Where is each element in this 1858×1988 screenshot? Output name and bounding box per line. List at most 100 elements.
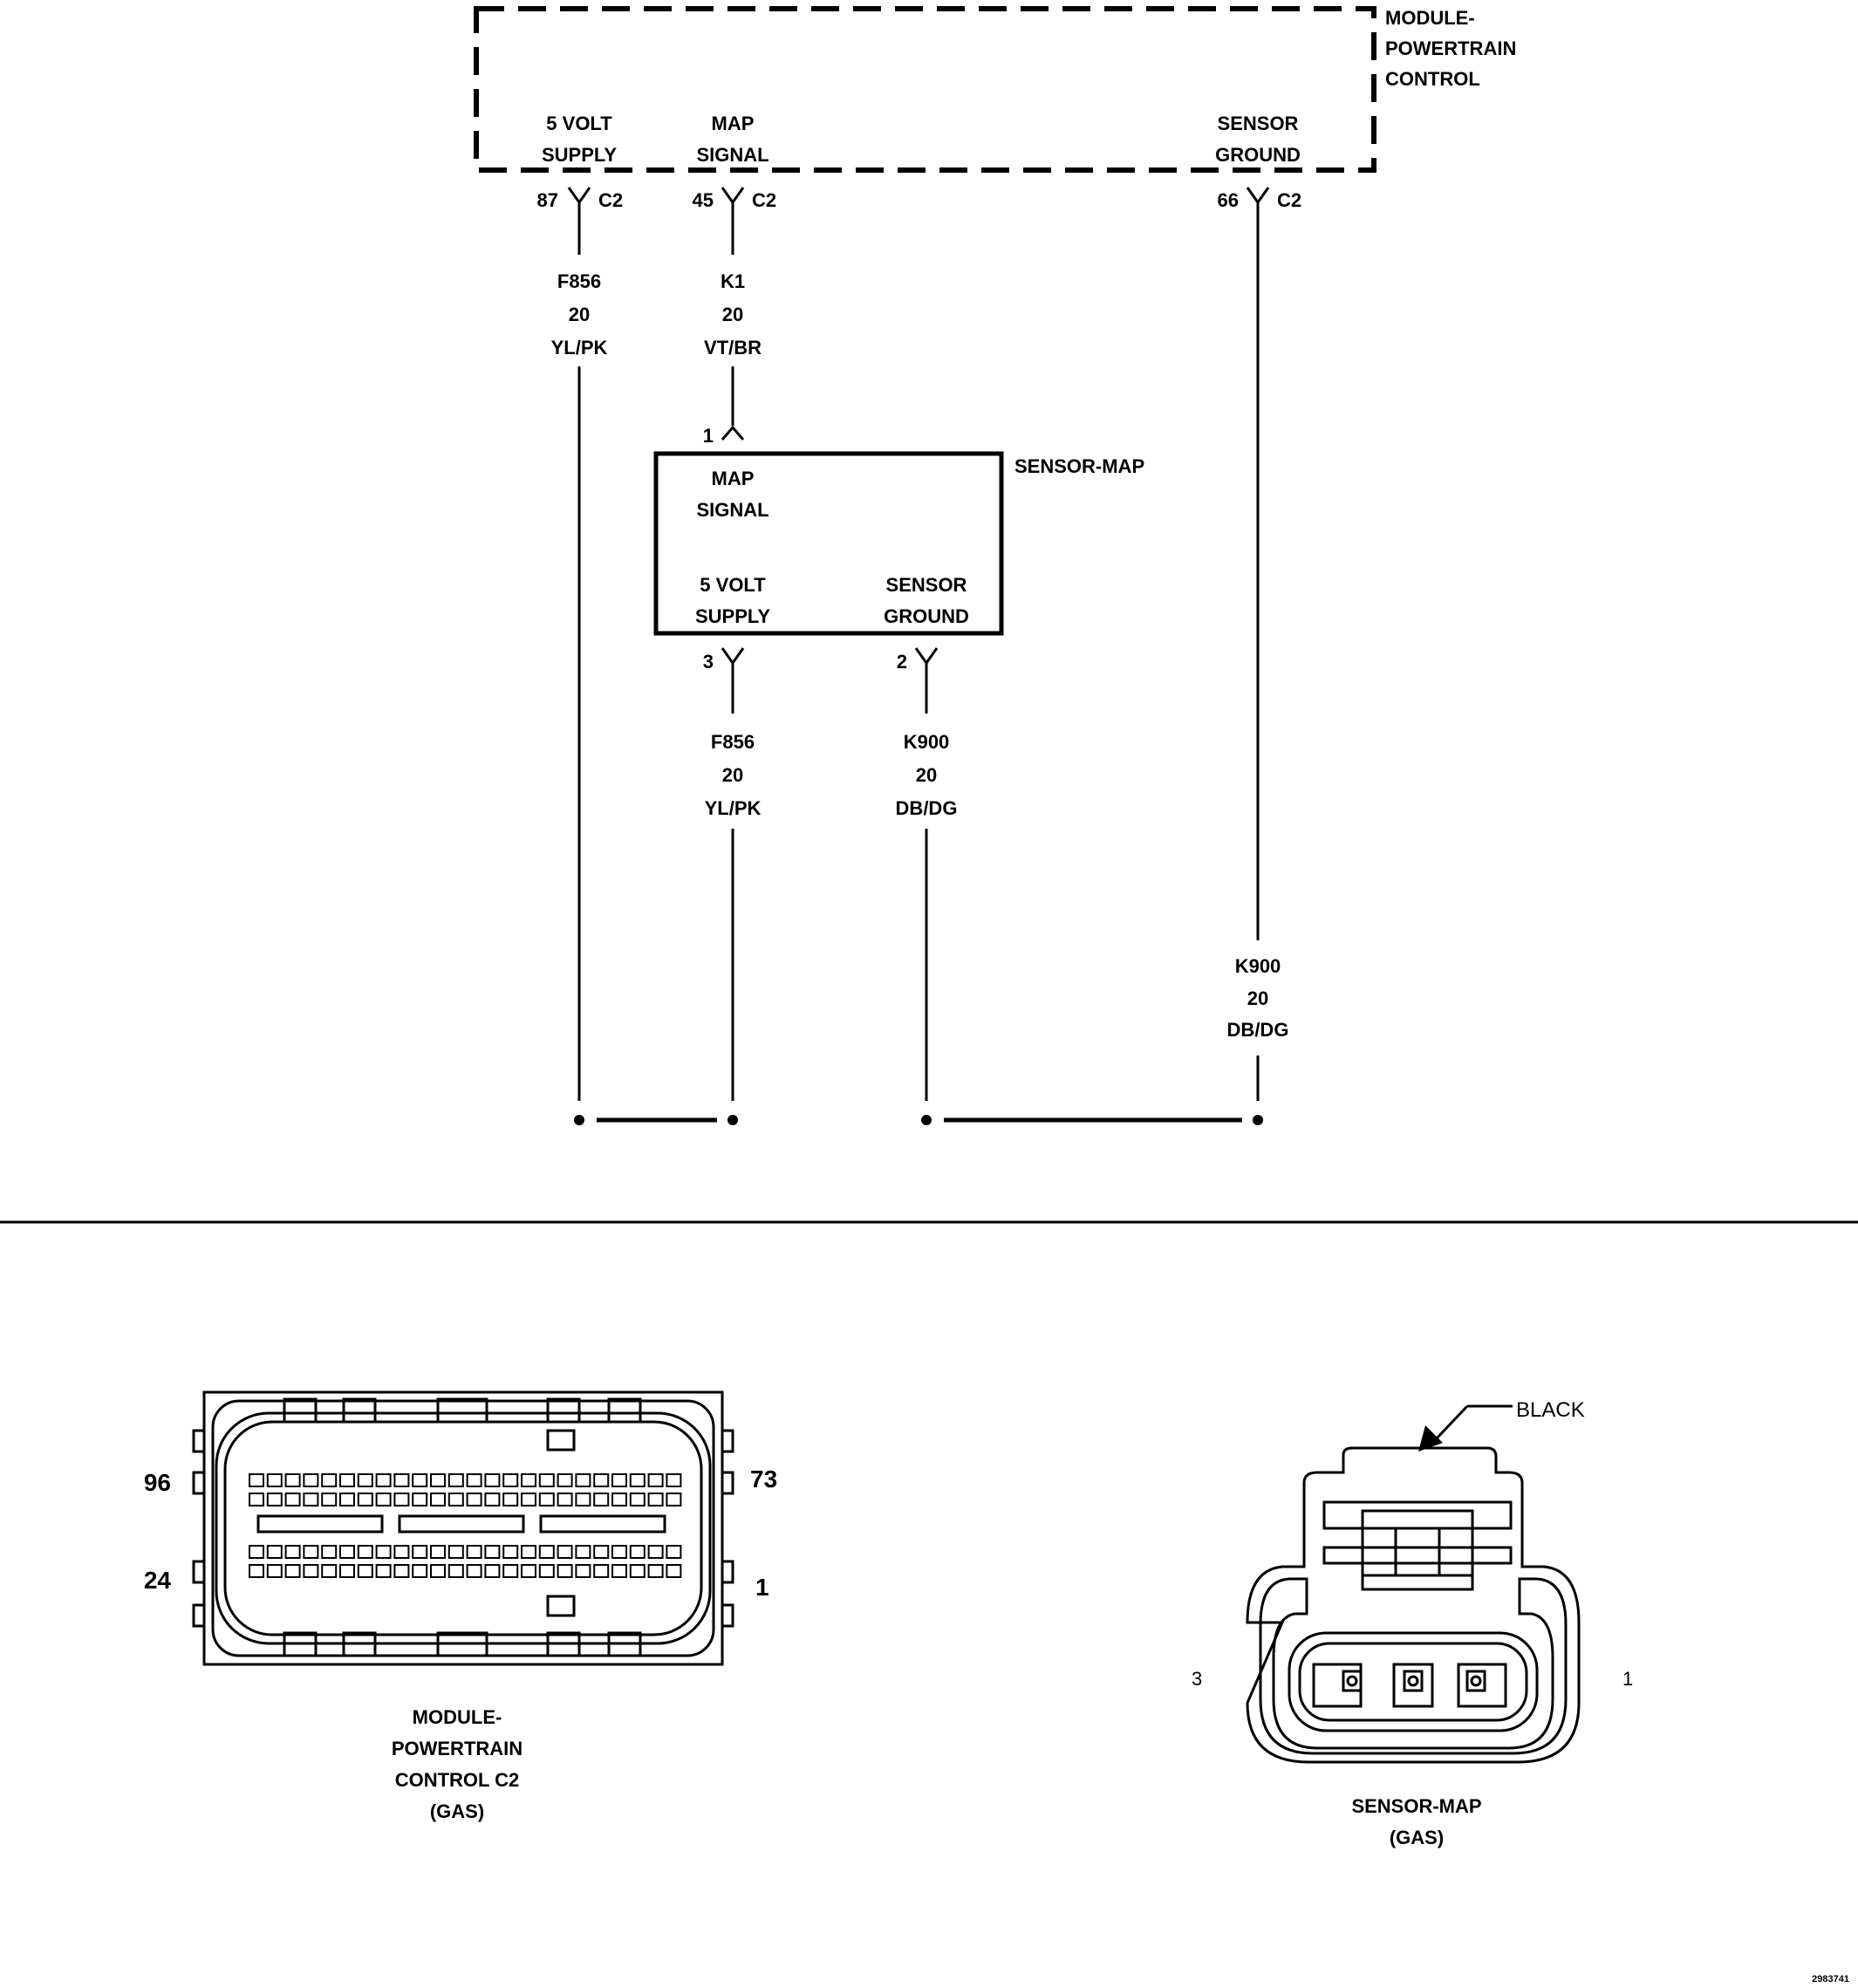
pin-cavity <box>484 1493 501 1506</box>
sensor-map-signal-label1: MAP <box>712 468 755 489</box>
pcm-pin-number: 87 <box>537 189 558 211</box>
pin-cavity <box>412 1493 428 1506</box>
pin-cavity <box>557 1545 573 1559</box>
pin-cavity <box>375 1545 392 1559</box>
pin-cavity <box>484 1564 501 1578</box>
pin-cavity <box>666 1493 682 1506</box>
wire-label-k1: K1 20 VT/BR <box>704 270 762 359</box>
pcm-terminal-66: 66 C2 <box>1218 187 1301 211</box>
pin-cavity <box>321 1473 338 1487</box>
pin-cavity <box>502 1564 519 1578</box>
wire-label-f856-upper: F856 20 YL/PK <box>551 270 608 359</box>
pin-cavity <box>538 1473 555 1487</box>
pcm-pin-supply-label1: 5 VOLT <box>546 113 612 134</box>
pin-cavity <box>611 1473 627 1487</box>
pin-cavity <box>647 1564 664 1578</box>
pin-cavity <box>357 1473 373 1487</box>
pcm-c2-connector-view <box>192 1390 734 1666</box>
pin-cavity <box>375 1473 392 1487</box>
pin-cavity <box>647 1545 664 1559</box>
wire-color: YL/PK <box>551 337 608 359</box>
pin-cavity <box>303 1493 319 1506</box>
pin-cavity <box>339 1564 355 1578</box>
pin-cavity <box>521 1545 536 1559</box>
wire-label-k900-sensor: K900 20 DB/DG <box>896 731 958 819</box>
pin-cavity <box>430 1564 446 1578</box>
pin-cavity <box>447 1473 464 1487</box>
pin-cavity <box>521 1493 536 1506</box>
pin-cavity <box>266 1473 283 1487</box>
pin-cavity <box>466 1473 482 1487</box>
pin-cavity <box>393 1493 410 1506</box>
pcm-pin-grid <box>249 1473 682 1578</box>
caption-line: SENSOR-MAP <box>1351 1795 1481 1817</box>
pin-cavity <box>412 1545 428 1559</box>
figure-code: 2983741 <box>1812 1974 1849 1985</box>
sensor-ground-label1: SENSOR <box>886 574 967 596</box>
pin-cavity <box>266 1545 283 1559</box>
pin-cavity <box>303 1564 319 1578</box>
pin-cavity <box>339 1545 355 1559</box>
pcm-title-line2: POWERTRAIN <box>1385 38 1516 59</box>
pin-cavity <box>611 1564 627 1578</box>
pin-cavity <box>303 1545 319 1559</box>
pin-cavity <box>393 1473 410 1487</box>
wire-color: YL/PK <box>705 797 762 819</box>
pin-cavity <box>375 1493 392 1506</box>
pin-cavity <box>266 1493 283 1506</box>
pin-cavity <box>466 1545 482 1559</box>
wire-label-k900-pcm: K900 20 DB/DG <box>1227 955 1289 1041</box>
wire-gauge: 20 <box>569 304 590 325</box>
pin-cavity <box>249 1545 264 1559</box>
pin-cavity <box>284 1564 301 1578</box>
pin-cavity <box>557 1493 573 1506</box>
wire-circuit: K900 <box>904 731 950 753</box>
pin-cavity <box>321 1545 338 1559</box>
pin-cavity <box>575 1545 591 1559</box>
wire-circuit: F856 <box>557 270 601 292</box>
pcm-terminal-45: 45 C2 <box>693 187 776 211</box>
sensor-map-title: SENSOR-MAP <box>1014 455 1144 477</box>
map-connector-view <box>1246 1446 1581 1764</box>
pin-cavity <box>593 1545 610 1559</box>
sensor-supply-label2: SUPPLY <box>695 605 770 627</box>
sensor-supply-label1: 5 VOLT <box>700 574 766 596</box>
pcm-connector-id: C2 <box>1277 189 1301 211</box>
pcm-pin-number: 66 <box>1218 189 1239 211</box>
wire-gauge: 20 <box>722 304 743 325</box>
pin-cavity <box>357 1493 373 1506</box>
map-conn-pin-3-label: 3 <box>1192 1668 1202 1690</box>
pin-cavity <box>502 1493 519 1506</box>
map-conn-pin-1-label: 1 <box>1622 1668 1633 1690</box>
pin-cavity <box>412 1564 428 1578</box>
pin-cavity <box>575 1493 591 1506</box>
pin-cavity <box>266 1564 283 1578</box>
pcm-connector-id: C2 <box>752 189 776 211</box>
pcm-terminal-87: 87 C2 <box>537 187 623 211</box>
pin-cavity <box>321 1564 338 1578</box>
sensor-map-signal-label2: SIGNAL <box>696 499 768 521</box>
pcm-connector-caption: MODULE- POWERTRAIN CONTROL C2 (GAS) <box>392 1706 523 1822</box>
pin-cavity <box>466 1493 482 1506</box>
wire-label-f856-lower: F856 20 YL/PK <box>705 731 762 819</box>
pcm-title-line3: CONTROL <box>1385 68 1480 90</box>
sensor-pin-2-number: 2 <box>897 651 907 673</box>
pin-cavity <box>593 1564 610 1578</box>
pcm-title-line1: MODULE- <box>1385 7 1475 29</box>
pcm-connector-id: C2 <box>598 189 623 211</box>
pin-cavity <box>393 1564 410 1578</box>
pcm-conn-label-24: 24 <box>144 1567 172 1594</box>
sensor-pin-3-number: 3 <box>703 651 714 673</box>
pin-cavity <box>484 1473 501 1487</box>
wire-color: VT/BR <box>704 337 762 359</box>
wire-circuit: F856 <box>711 731 755 753</box>
pin-cavity <box>647 1493 664 1506</box>
pin-cavity <box>575 1473 591 1487</box>
pin-cavity <box>284 1473 301 1487</box>
pin-cavity <box>647 1473 664 1487</box>
pin-cavity <box>538 1493 555 1506</box>
black-callout: BLACK <box>1418 1398 1585 1452</box>
pin-cavity <box>303 1473 319 1487</box>
pin-cavity <box>629 1473 646 1487</box>
pin-cavity <box>375 1564 392 1578</box>
